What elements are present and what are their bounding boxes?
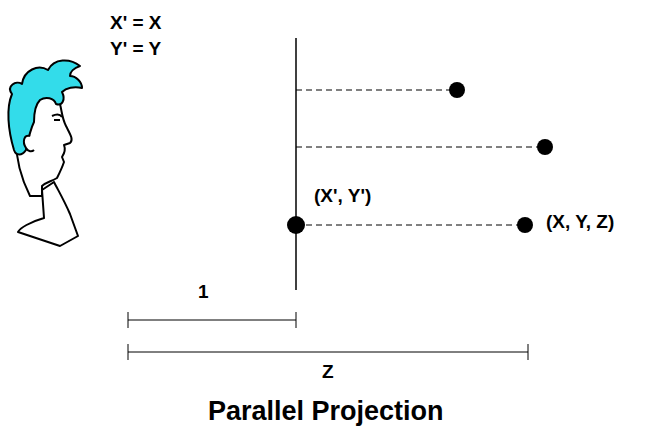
diagram-title: Parallel Projection [208,396,444,427]
projected-point-label: (X', Y') [314,185,371,207]
projection-plane [295,38,297,290]
equation-label: X' = X [110,12,162,34]
equation-label: Y' = Y [110,38,161,60]
dimension-label: 1 [198,281,209,303]
points [287,82,553,234]
point-label: (X, Y, Z) [546,211,614,233]
dimension-lines [128,312,528,360]
projector-lines [296,90,542,225]
dimension-label: Z [322,361,334,383]
viewer-head [8,60,82,246]
